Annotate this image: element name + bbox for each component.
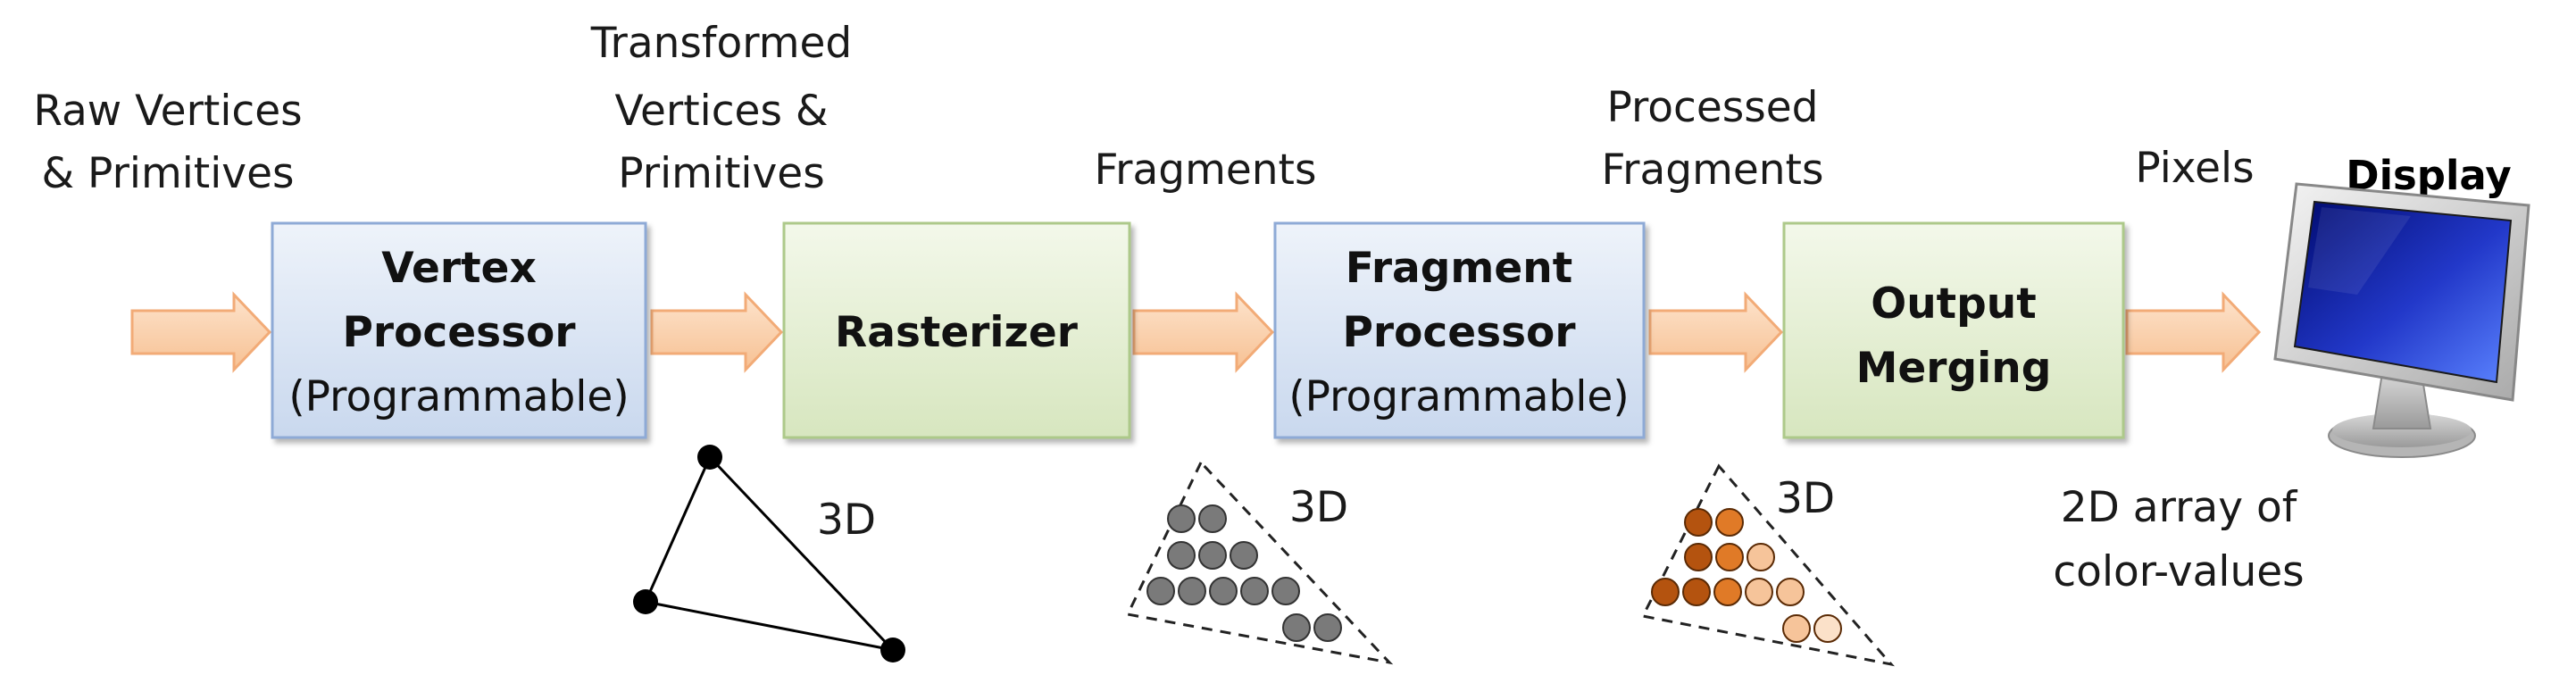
flow-labels: Raw Vertices & Primitives Transformed Ve…	[33, 19, 2254, 198]
stage-fragment-processor: Fragment Processor (Programmable)	[1273, 221, 1646, 439]
vertex-processor-box	[271, 221, 647, 439]
monitor-icon	[2273, 182, 2530, 458]
arrow-rasterizer-to-fragment	[1132, 291, 1275, 373]
fragment-dot	[1167, 541, 1196, 570]
processed-fragment-dot	[1745, 578, 1773, 606]
flow-arrows	[130, 291, 2262, 373]
fragment-dot	[1146, 577, 1175, 605]
processed-fragment-dot	[1682, 578, 1711, 606]
processed-fragment-dot	[1684, 543, 1713, 571]
fragment-dot	[1313, 613, 1342, 642]
fragment-dot	[1240, 577, 1269, 605]
fragment-title-line2: Processor	[1342, 308, 1576, 357]
processed-3d-label: 3D	[1776, 474, 1835, 523]
triangle-vertex	[880, 638, 905, 662]
fragments-illustration: 3D	[1125, 460, 1394, 665]
processed-fragment-dot	[1715, 508, 1744, 537]
fragment-dot	[1178, 577, 1206, 605]
pixel-array-caption: 2D array of color-values	[2053, 483, 2304, 596]
triangle-outline	[643, 454, 897, 653]
processed-fragment-dot	[1747, 543, 1775, 571]
display-monitor: Display	[2273, 152, 2530, 458]
processed-fragment-dot	[1782, 614, 1811, 643]
processed-fragments-illustration: 3D	[1640, 463, 1895, 667]
raw-label-line1: Raw Vertices	[33, 87, 302, 136]
stage-vertex-processor: Vertex Processor (Programmable)	[271, 221, 647, 439]
stage-rasterizer: Rasterizer	[782, 221, 1131, 439]
fragment-dot	[1167, 504, 1196, 533]
processed-fragment-dot	[1776, 578, 1805, 606]
fragment-dot	[1282, 613, 1311, 642]
processed-label-line2: Fragments	[1602, 146, 1824, 195]
fragment-dots-orange	[1651, 508, 1842, 643]
vertex-subtitle: (Programmable)	[288, 372, 629, 421]
fragment-dots-gray	[1146, 504, 1342, 642]
vertex-title-line2: Processor	[342, 308, 576, 357]
fragment-title-line1: Fragment	[1346, 244, 1572, 293]
triangle-illustration: 3D	[633, 445, 905, 662]
transformed-label-line2: Vertices &	[614, 87, 828, 136]
processed-fragment-dot	[1715, 543, 1744, 571]
output-title-line2: Merging	[1856, 344, 2052, 393]
pixel-array-line2: color-values	[2053, 547, 2304, 596]
fragment-dot	[1209, 577, 1238, 605]
fragment-dot	[1198, 541, 1227, 570]
pixel-array-line1: 2D array of	[2061, 483, 2298, 532]
transformed-label-line1: Transformed	[590, 19, 853, 68]
processed-fragments-outline	[1640, 463, 1895, 667]
processed-fragment-dot	[1713, 578, 1742, 606]
vertex-title-line1: Vertex	[381, 244, 537, 293]
triangle-vertex	[697, 445, 722, 470]
rasterizer-box	[782, 221, 1131, 439]
stage-output-merging: Output Merging	[1782, 221, 2125, 439]
fragments-outline	[1125, 460, 1394, 665]
processed-fragment-dot	[1684, 508, 1713, 537]
arrow-output-to-display	[2125, 291, 2262, 373]
rasterizer-title: Rasterizer	[835, 308, 1079, 357]
processed-fragment-dot	[1813, 614, 1842, 643]
processed-fragment-dot	[1651, 578, 1680, 606]
fragment-subtitle: (Programmable)	[1288, 372, 1629, 421]
pixels-label: Pixels	[2135, 144, 2254, 193]
triangle-vertex	[633, 589, 658, 614]
raw-label-line2: & Primitives	[41, 149, 294, 198]
arrow-raw-to-vertex	[130, 291, 272, 373]
arrow-vertex-to-rasterizer	[650, 291, 784, 373]
fragment-dot	[1271, 577, 1300, 605]
fragment-dot	[1198, 504, 1227, 533]
processed-label-line1: Processed	[1606, 83, 1818, 132]
fragments-3d-label: 3D	[1289, 483, 1348, 532]
fragment-dot	[1230, 541, 1258, 570]
transformed-label-line3: Primitives	[618, 149, 824, 198]
triangle-3d-label: 3D	[817, 496, 876, 545]
output-merging-box	[1782, 221, 2125, 439]
output-title-line1: Output	[1871, 279, 2036, 329]
arrow-fragment-to-output	[1648, 291, 1784, 373]
fragment-processor-box	[1273, 221, 1646, 439]
fragments-label: Fragments	[1095, 146, 1317, 195]
